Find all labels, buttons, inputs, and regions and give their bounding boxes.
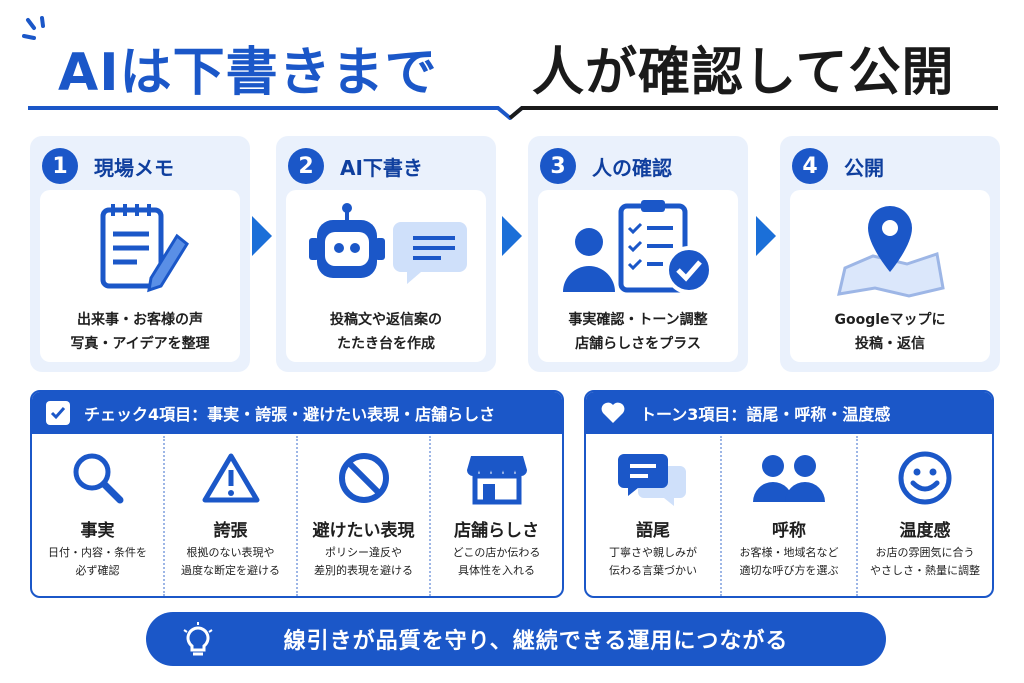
- check-item-title: 避けたい表現: [312, 521, 415, 541]
- tone-panel-title: トーン3項目：語尾・呼称・温度感: [640, 405, 891, 424]
- tone-panel: トーン3項目：語尾・呼称・温度感 語尾 丁寧さや親しみが 伝わる言葉づかい 呼称…: [584, 390, 994, 598]
- tone-item-desc: 伝わる言葉づかい: [609, 564, 697, 577]
- tone-item-desc: お客様・地域名など: [739, 546, 839, 559]
- step-number: 2: [288, 148, 324, 184]
- step-title: 人の確認: [592, 155, 672, 180]
- check-item-desc: 差別的表現を避ける: [314, 564, 413, 577]
- arrow-right-icon: [502, 216, 522, 256]
- warning-icon: [165, 448, 296, 508]
- check-item-store: 店舗らしさ どこの店か伝わる 具体性を入れる: [429, 436, 562, 596]
- step-title: 現場メモ: [94, 155, 174, 180]
- title-underline: [28, 106, 998, 120]
- step-card: 事実確認・トーン調整 店舗らしさをプラス: [538, 190, 738, 362]
- lightbulb-icon: [183, 622, 213, 656]
- tone-item-ending: 語尾 丁寧さや親しみが 伝わる言葉づかい: [586, 436, 720, 596]
- tone-item-title: 呼称: [772, 521, 806, 541]
- tone-item-title: 語尾: [636, 521, 670, 541]
- tone-item-desc: お店の雰囲気に合う: [875, 546, 975, 559]
- people-icon: [722, 448, 856, 508]
- prohibited-icon: [298, 448, 429, 508]
- check-item-desc: ポリシー違反や: [325, 546, 402, 559]
- tone-item-desc: 適切な呼び方を選ぶ: [739, 564, 839, 577]
- storefront-icon: [431, 448, 562, 508]
- check-panel-title: チェック4項目：事実・誇張・避けたい表現・店舗らしさ: [84, 405, 496, 424]
- step-2: 2 AI下書き 投稿文や返信案の たたき台を作成: [276, 136, 496, 372]
- step-desc-line: Googleマップに: [834, 312, 946, 328]
- step-card: Googleマップに 投稿・返信: [790, 190, 990, 362]
- magnifier-icon: [32, 448, 163, 508]
- step-number: 3: [540, 148, 576, 184]
- step-desc-line: 店舗らしさをプラス: [575, 336, 701, 352]
- check-item-desc: 過度な断定を避ける: [181, 564, 280, 577]
- tone-panel-header: トーン3項目：語尾・呼称・温度感: [586, 392, 992, 434]
- check-item-desc: 日付・内容・条件を: [48, 546, 147, 559]
- check-item-desc: 具体性を入れる: [458, 564, 535, 577]
- step-desc-line: 写真・アイデアを整理: [70, 336, 210, 352]
- tone-item-warmth: 温度感 お店の雰囲気に合う やさしさ・熱量に調整: [856, 436, 992, 596]
- step-number: 1: [42, 148, 78, 184]
- step-title: 公開: [844, 155, 884, 180]
- robot-chat-icon: [286, 196, 486, 300]
- step-desc-line: 出来事・お客様の声: [77, 312, 203, 328]
- step-desc-line: たたき台を作成: [337, 336, 435, 352]
- arrow-right-icon: [252, 216, 272, 256]
- title-left: AIは下書きまで: [58, 43, 438, 103]
- step-card: 出来事・お客様の声 写真・アイデアを整理: [40, 190, 240, 362]
- header: AIは下書きまで 人が確認して公開: [0, 0, 1024, 125]
- check-item-title: 事実: [80, 521, 115, 541]
- arrow-right-icon: [756, 216, 776, 256]
- tone-item-desc: 丁寧さや親しみが: [609, 546, 697, 559]
- check-item-title: 誇張: [213, 521, 248, 541]
- footer-banner: 線引きが品質を守り、継続できる運用につながる: [146, 612, 886, 666]
- footer-text: 線引きが品質を守り、継続できる運用につながる: [283, 629, 789, 654]
- step-number: 4: [792, 148, 828, 184]
- check-item-desc: 必ず確認: [75, 564, 120, 577]
- step-desc-line: 投稿・返信: [855, 336, 925, 352]
- step-desc-line: 投稿文や返信案の: [330, 312, 442, 328]
- check-item-avoid: 避けたい表現 ポリシー違反や 差別的表現を避ける: [296, 436, 429, 596]
- check-item-desc: どこの店か伝わる: [452, 546, 541, 559]
- step-desc-line: 事実確認・トーン調整: [568, 312, 708, 328]
- check-item-title: 店舗らしさ: [454, 521, 539, 541]
- map-pin-icon: [790, 196, 990, 300]
- check-item-exaggeration: 誇張 根拠のない表現や 過度な断定を避ける: [163, 436, 296, 596]
- check-item-fact: 事実 日付・内容・条件を 必ず確認: [32, 436, 163, 596]
- check-panel-header: チェック4項目：事実・誇張・避けたい表現・店舗らしさ: [32, 392, 562, 434]
- accent-spark-icon: [22, 16, 45, 40]
- step-card: 投稿文や返信案の たたき台を作成: [286, 190, 486, 362]
- check-panel: チェック4項目：事実・誇張・避けたい表現・店舗らしさ 事実 日付・内容・条件を …: [30, 390, 564, 598]
- step-3: 3 人の確認 事実確認・トーン調整 店舗らしさをプラス: [528, 136, 748, 372]
- heart-icon: [601, 402, 625, 423]
- check-item-desc: 根拠のない表現や: [186, 546, 275, 559]
- title-right: 人が確認して公開: [532, 43, 955, 103]
- smiley-icon: [858, 448, 992, 508]
- tone-item-title: 温度感: [899, 521, 951, 541]
- checkbox-icon: [46, 401, 70, 425]
- speech-bubbles-icon: [586, 448, 720, 508]
- step-1: 1 現場メモ 出来事・お客様の声 写真・アイデアを整理: [30, 136, 250, 372]
- tone-item-desc: やさしさ・熱量に調整: [870, 564, 980, 577]
- step-title: AI下書き: [340, 155, 423, 180]
- notepad-pencil-icon: [40, 196, 240, 300]
- person-checklist-icon: [538, 196, 738, 300]
- tone-item-naming: 呼称 お客様・地域名など 適切な呼び方を選ぶ: [720, 436, 856, 596]
- step-4: 4 公開 Googleマップに 投稿・返信: [780, 136, 1000, 372]
